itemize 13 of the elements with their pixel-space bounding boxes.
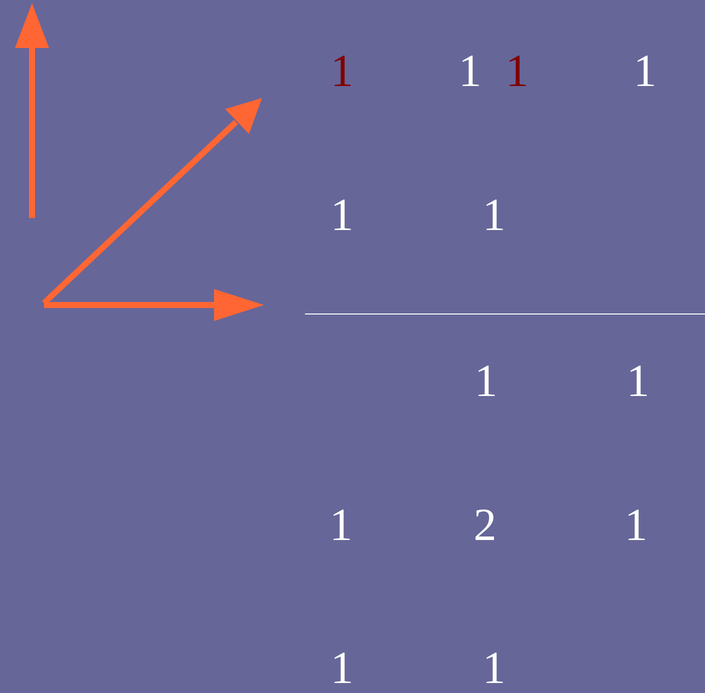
- number-label: 1: [624, 502, 648, 548]
- number-label: 1: [626, 358, 650, 404]
- number-label: 2: [474, 502, 496, 548]
- number-label: 1: [330, 48, 354, 94]
- number-label: 1: [474, 358, 498, 404]
- number-label: 1: [330, 192, 354, 238]
- number-label: 1: [482, 192, 506, 238]
- number-label: 1: [458, 48, 482, 94]
- number-label: 1: [634, 48, 656, 94]
- number-label: 1: [330, 645, 354, 691]
- number-label: 1: [506, 48, 528, 94]
- number-label: 1: [330, 502, 352, 548]
- number-label: 1: [482, 645, 506, 691]
